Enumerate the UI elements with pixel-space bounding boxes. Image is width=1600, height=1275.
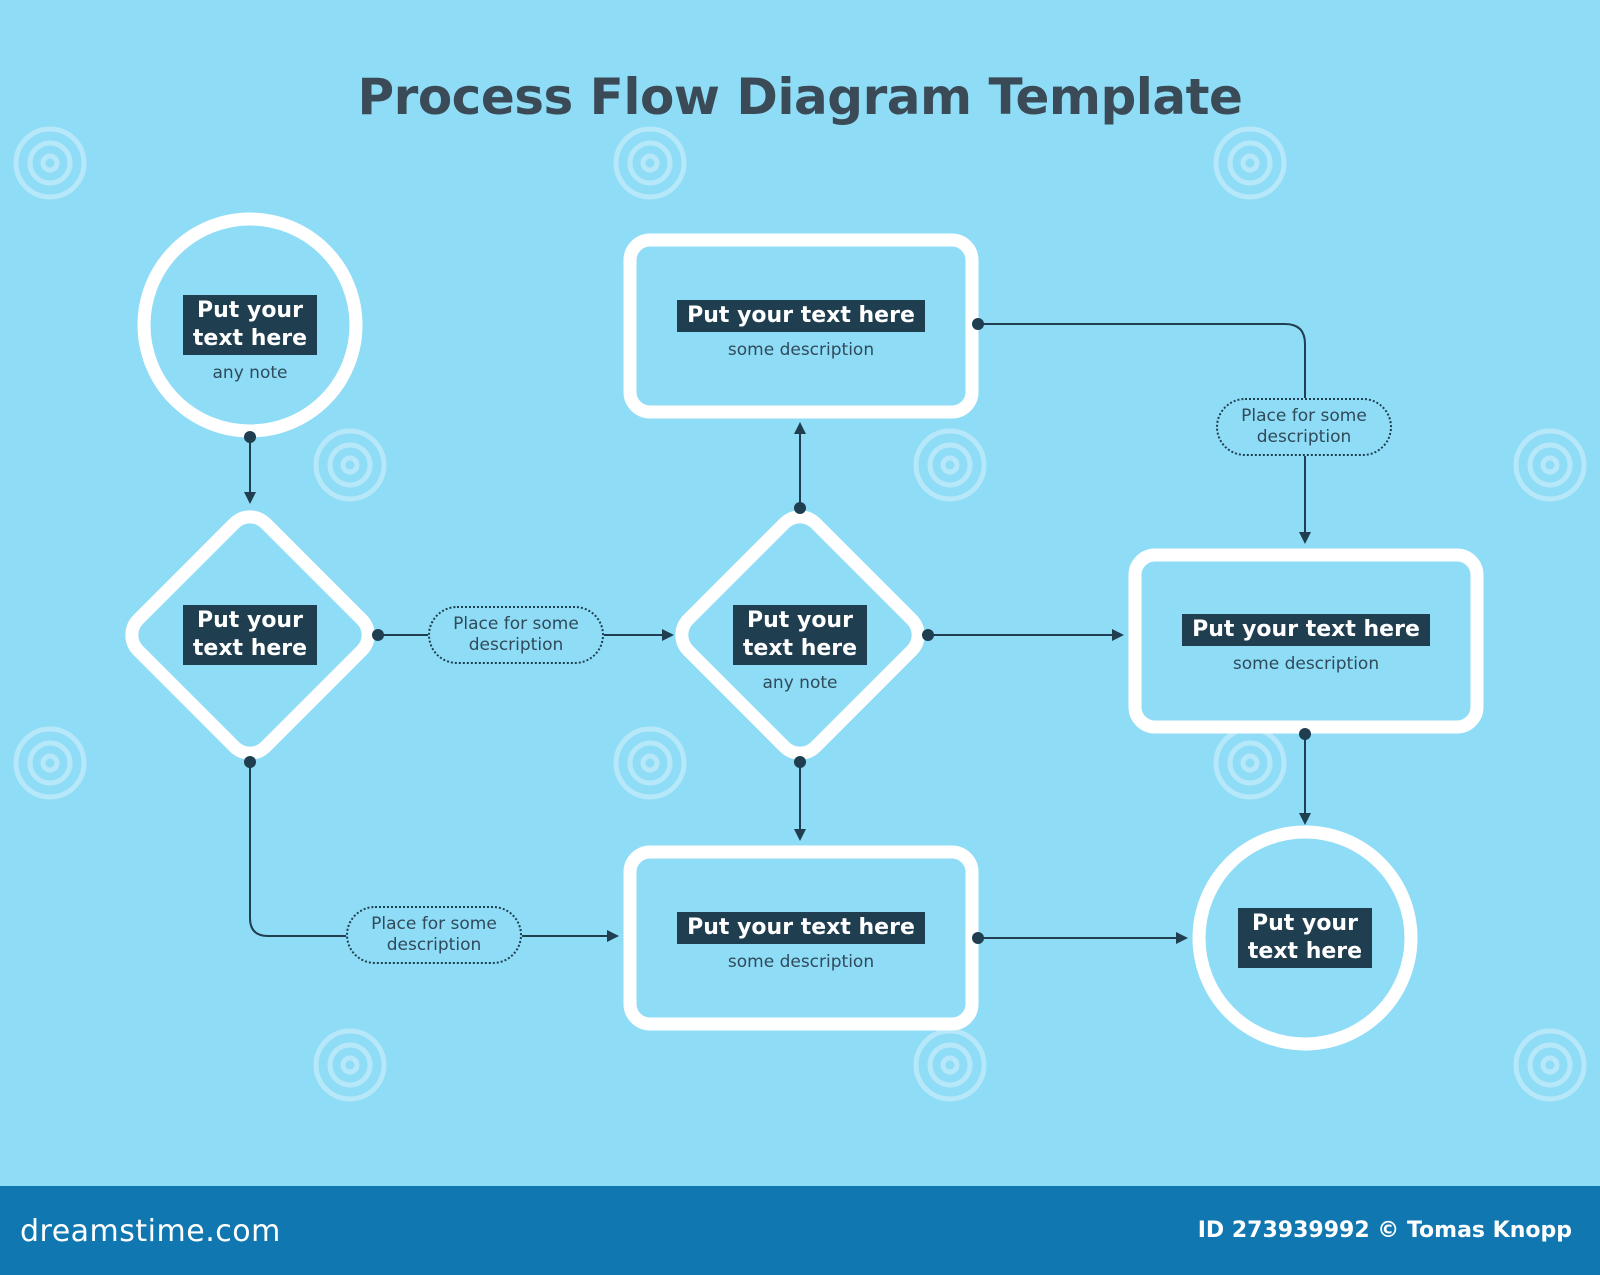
connector-dot [1299, 728, 1311, 740]
connector-left-to-bottom [249, 762, 619, 942]
connector-top-to-right [978, 323, 1311, 544]
connector-dot [244, 431, 256, 443]
connector-label-top-to-right: Place for some description [1216, 398, 1392, 456]
end-circle-shape [1192, 825, 1418, 1051]
connector-dot [244, 756, 256, 768]
process-right-label: Put your text here [1182, 614, 1430, 646]
connector-dot [372, 629, 384, 641]
connector-dot [972, 318, 984, 330]
decision-left-label: Put your text here [182, 605, 318, 665]
process-top-label: Put your text here [677, 300, 925, 332]
process-bottom-description: some description [727, 952, 875, 972]
decision-center-node: Put your text here any note [700, 605, 900, 693]
decision-center-label: Put your text here [732, 605, 868, 665]
process-bottom-node: Put your text here some description [630, 912, 972, 972]
connector-label-left-to-center: Place for some description [428, 606, 604, 664]
diagram-graphics [125, 212, 1484, 1051]
footer-credit: ID 273939992 © Tomas Knopp [1197, 1218, 1572, 1243]
connector-label-left-to-bottom: Place for some description [346, 906, 522, 964]
page-title: Process Flow Diagram Template [357, 68, 1243, 126]
process-top-shape [623, 233, 979, 419]
decision-center-note: any note [762, 673, 838, 693]
connector-dot [794, 756, 806, 768]
connector-dot [794, 502, 806, 514]
end-node: Put your text here [1205, 908, 1405, 968]
start-node-label: Put your text here [182, 295, 318, 355]
start-node-note: any note [212, 363, 288, 383]
process-bottom-label: Put your text here [677, 912, 925, 944]
footer-bar: dreamstime.com ID 273939992 © Tomas Knop… [0, 1186, 1600, 1275]
decision-center-shape [675, 510, 925, 760]
connector-dot [922, 629, 934, 641]
end-node-label: Put your text here [1237, 908, 1373, 968]
process-right-shape [1128, 548, 1484, 734]
process-right-description: some description [1232, 654, 1380, 674]
process-right-node: Put your text here some description [1135, 614, 1477, 674]
decision-left-shape [125, 510, 375, 760]
process-top-node: Put your text here some description [630, 300, 972, 360]
footer-logo: dreamstime.com [20, 1214, 281, 1249]
start-node: Put your text here any note [150, 295, 350, 383]
decision-left-node: Put your text here [150, 605, 350, 665]
connector-dot [972, 932, 984, 944]
process-top-description: some description [727, 340, 875, 360]
